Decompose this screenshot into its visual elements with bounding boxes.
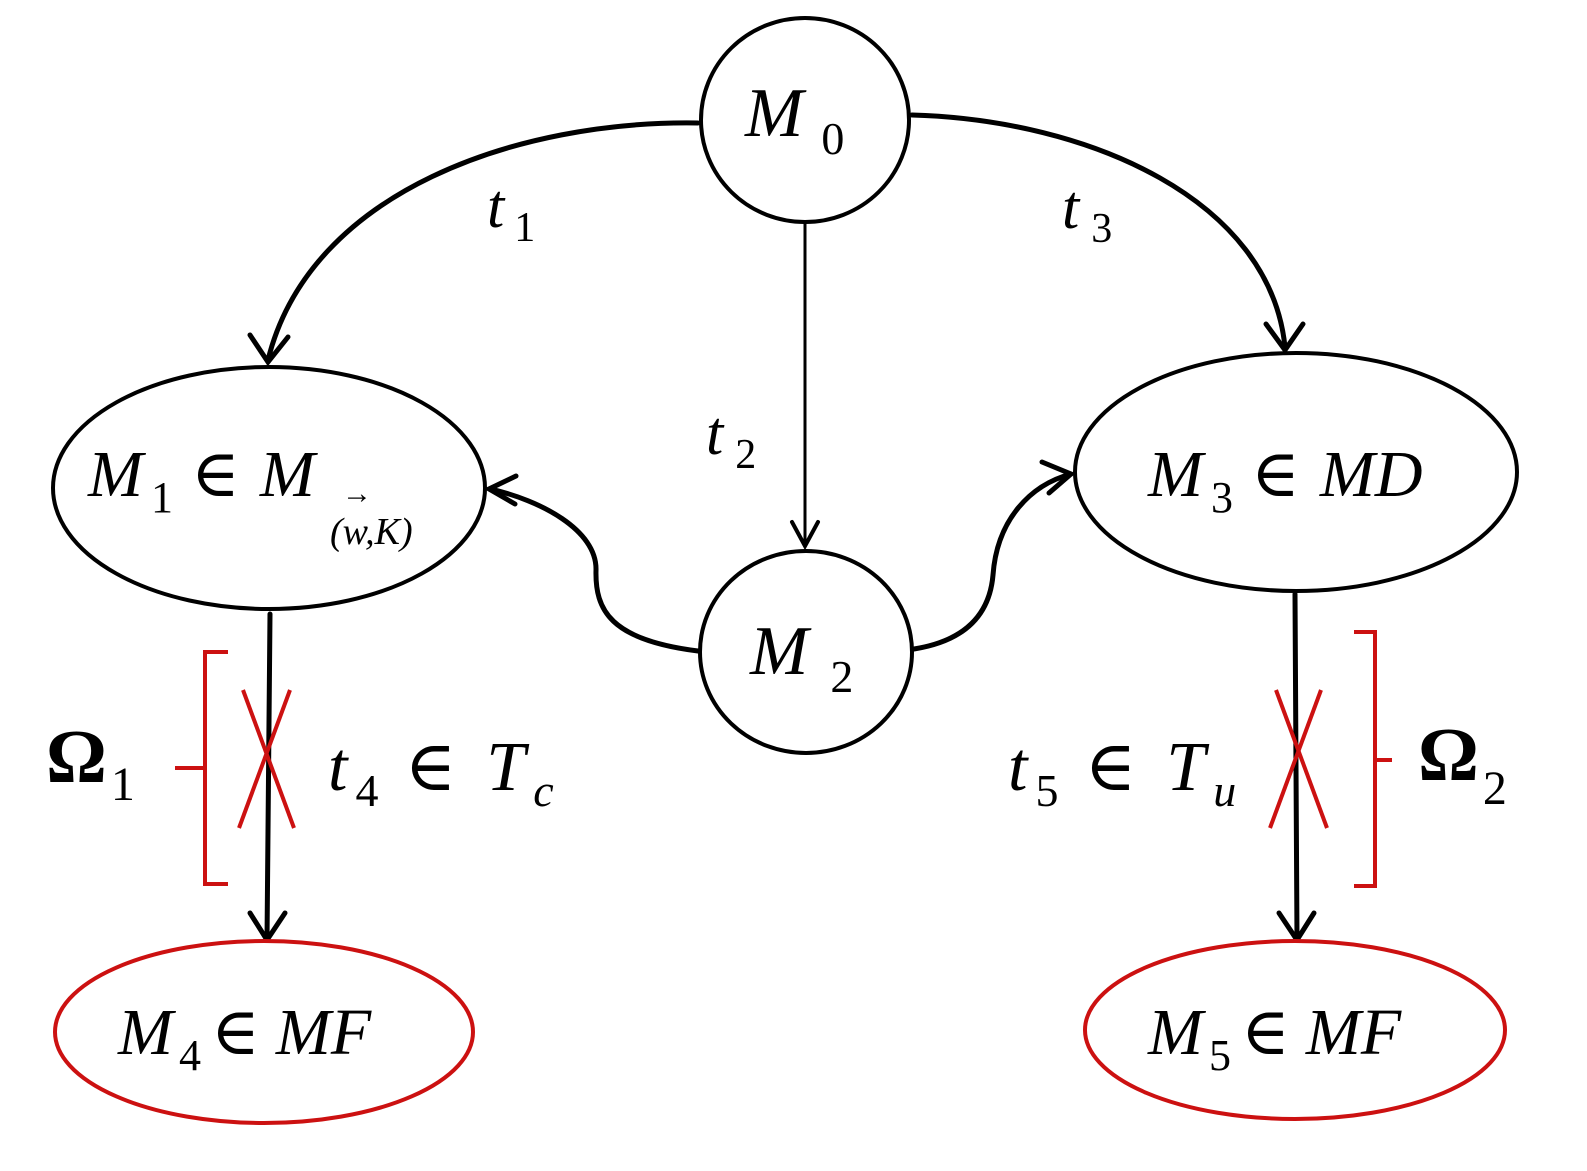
state-node-m0 <box>699 16 911 224</box>
cross-mark-t4 <box>237 689 296 829</box>
edge-m0-m1 <box>265 120 701 363</box>
arrowhead-m1 <box>247 332 291 367</box>
bracket-omega2 <box>1354 630 1392 888</box>
bracket-omega1 <box>175 650 228 886</box>
edge-m1-m4 <box>264 611 273 943</box>
state-node-m2 <box>698 549 914 755</box>
arrowhead-m1-side <box>483 473 519 507</box>
edge-m2-m1 <box>487 486 701 654</box>
edge-m3-m5 <box>1292 591 1300 943</box>
label-m1-set-subscript: (w,K) <box>330 511 413 553</box>
arrowhead-m3-side <box>1039 459 1076 496</box>
final-state-node-m5 <box>1083 939 1507 1121</box>
label-omega2: Ω2 <box>1418 713 1507 815</box>
edge-m2-m3 <box>911 471 1074 652</box>
label-omega1: Ω1 <box>46 715 135 811</box>
label-m1-vector-mark: → <box>342 477 372 510</box>
arrowhead-m2 <box>790 520 820 551</box>
arrowhead-m3-top <box>1263 321 1306 355</box>
cross-mark-t5 <box>1268 689 1329 829</box>
edge-m0-m3 <box>909 112 1288 350</box>
final-state-node-m4 <box>53 939 475 1125</box>
state-node-m3 <box>1073 351 1519 593</box>
state-node-m1 <box>51 365 487 611</box>
